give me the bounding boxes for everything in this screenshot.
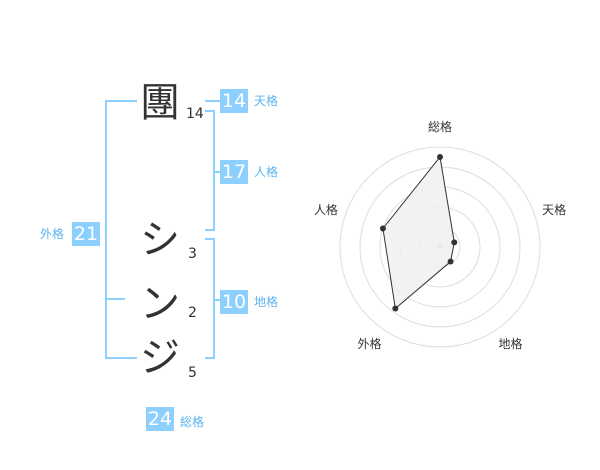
radar-point xyxy=(437,154,443,160)
radar-axis-label: 地格 xyxy=(499,336,523,351)
jinkaku-value: 17 xyxy=(220,160,248,184)
stroke-count-2: 3 xyxy=(188,246,197,262)
gaikaku-value: 21 xyxy=(72,222,100,246)
radar-axis-label: 外格 xyxy=(357,336,381,351)
radar-axis-label: 天格 xyxy=(542,202,566,217)
soukaku-value: 24 xyxy=(146,407,174,431)
radar-point xyxy=(379,225,386,232)
stroke-count-1: 14 xyxy=(186,106,204,122)
radar-area xyxy=(382,155,455,310)
radar-point xyxy=(447,258,454,265)
stroke-count-4: 5 xyxy=(188,365,197,381)
name-char-2: シ xyxy=(140,217,180,263)
tenkaku-value: 14 xyxy=(220,89,248,113)
tenkaku-connector xyxy=(205,100,220,102)
chikaku-connector xyxy=(215,299,220,301)
jinkaku-bracket xyxy=(205,110,215,231)
gaikaku-bracket xyxy=(105,100,137,359)
radar-point xyxy=(392,305,399,312)
name-char-4: ジ xyxy=(140,335,180,381)
jinkaku-connector xyxy=(215,171,220,173)
radar-ring xyxy=(339,146,541,348)
chikaku-bracket xyxy=(205,238,215,359)
name-char-3: ン xyxy=(140,281,180,327)
radar-axis-label: 総格 xyxy=(428,119,452,134)
stroke-count-3: 2 xyxy=(188,305,197,321)
chikaku-label: 地格 xyxy=(254,295,279,309)
chikaku-value: 10 xyxy=(220,290,248,314)
soukaku-label: 総格 xyxy=(180,415,205,429)
jinkaku-label: 人格 xyxy=(254,165,279,179)
radar-point xyxy=(451,239,458,246)
gaikaku-bracket-tick xyxy=(105,298,125,300)
tenkaku-label: 天格 xyxy=(254,94,279,108)
name-char-1: 團 xyxy=(140,80,180,126)
radar-axis-label: 人格 xyxy=(314,202,338,217)
gaikaku-label: 外格 xyxy=(40,227,65,241)
